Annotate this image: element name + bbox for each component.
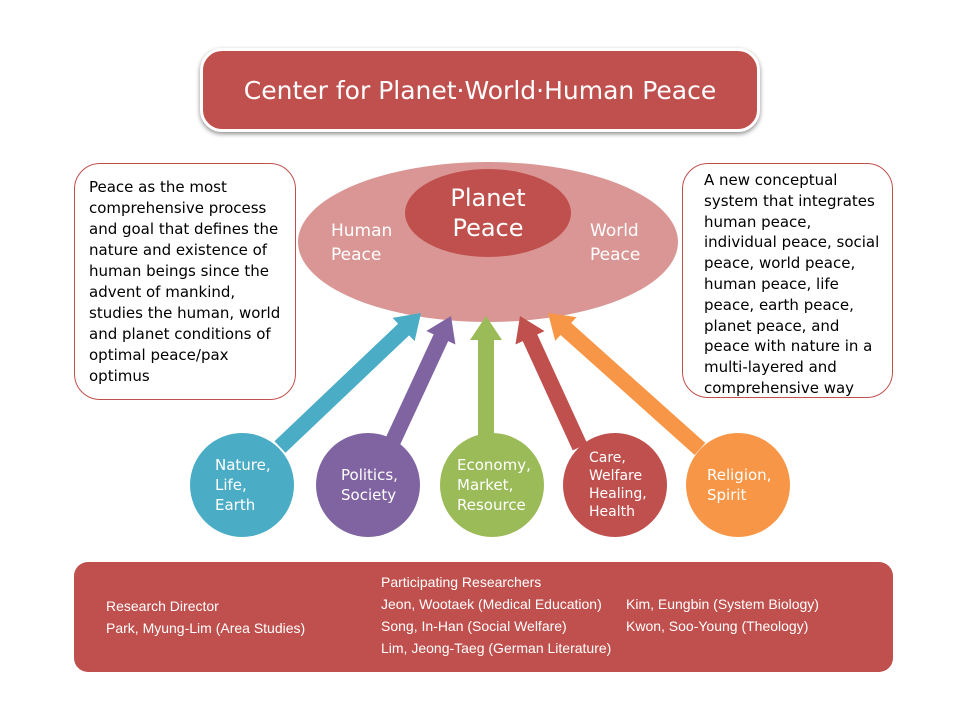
researcher: Kim, Eungbin (System Biology) bbox=[626, 596, 819, 612]
researcher: Song, In-Han (Social Welfare) bbox=[381, 618, 567, 634]
domain-politics: Politics, Society bbox=[316, 433, 420, 537]
planet-peace-label: Planet Peace bbox=[450, 184, 526, 242]
human-peace-label: Human Peace bbox=[331, 221, 393, 265]
concept-note: A new conceptual system that integrates … bbox=[682, 163, 893, 398]
planet-peace-ellipse: Planet Peace bbox=[405, 169, 571, 257]
director-name: Park, Myung-Lim (Area Studies) bbox=[106, 620, 306, 636]
domain-care: Care, Welfare Healing, Health bbox=[563, 433, 667, 537]
domain-nature: Nature, Life, Earth bbox=[190, 433, 294, 537]
arrow-1 bbox=[385, 316, 456, 445]
center-title: Center for Planet·World·Human Peace bbox=[200, 48, 760, 132]
domain-religion: Religion, Spirit bbox=[686, 433, 790, 537]
domain-economy: Economy, Market, Resource bbox=[440, 433, 544, 537]
arrow-2 bbox=[470, 316, 502, 437]
arrow-0 bbox=[274, 313, 421, 453]
world-peace-label: World Peace bbox=[590, 221, 641, 265]
researchers-heading: Participating Researchers bbox=[381, 574, 542, 590]
arrow-4 bbox=[548, 313, 706, 455]
director-heading: Research Director bbox=[106, 598, 219, 614]
research-team-panel: Research Director Park, Myung-Lim (Area … bbox=[74, 562, 893, 672]
researcher: Lim, Jeong-Taeg (German Literature) bbox=[381, 640, 612, 656]
arrow-3 bbox=[515, 316, 588, 451]
definition-note: Peace as the most comprehensive process … bbox=[74, 163, 296, 400]
researcher: Jeon, Wootaek (Medical Education) bbox=[381, 596, 602, 612]
researcher: Kwon, Soo-Young (Theology) bbox=[626, 618, 809, 634]
